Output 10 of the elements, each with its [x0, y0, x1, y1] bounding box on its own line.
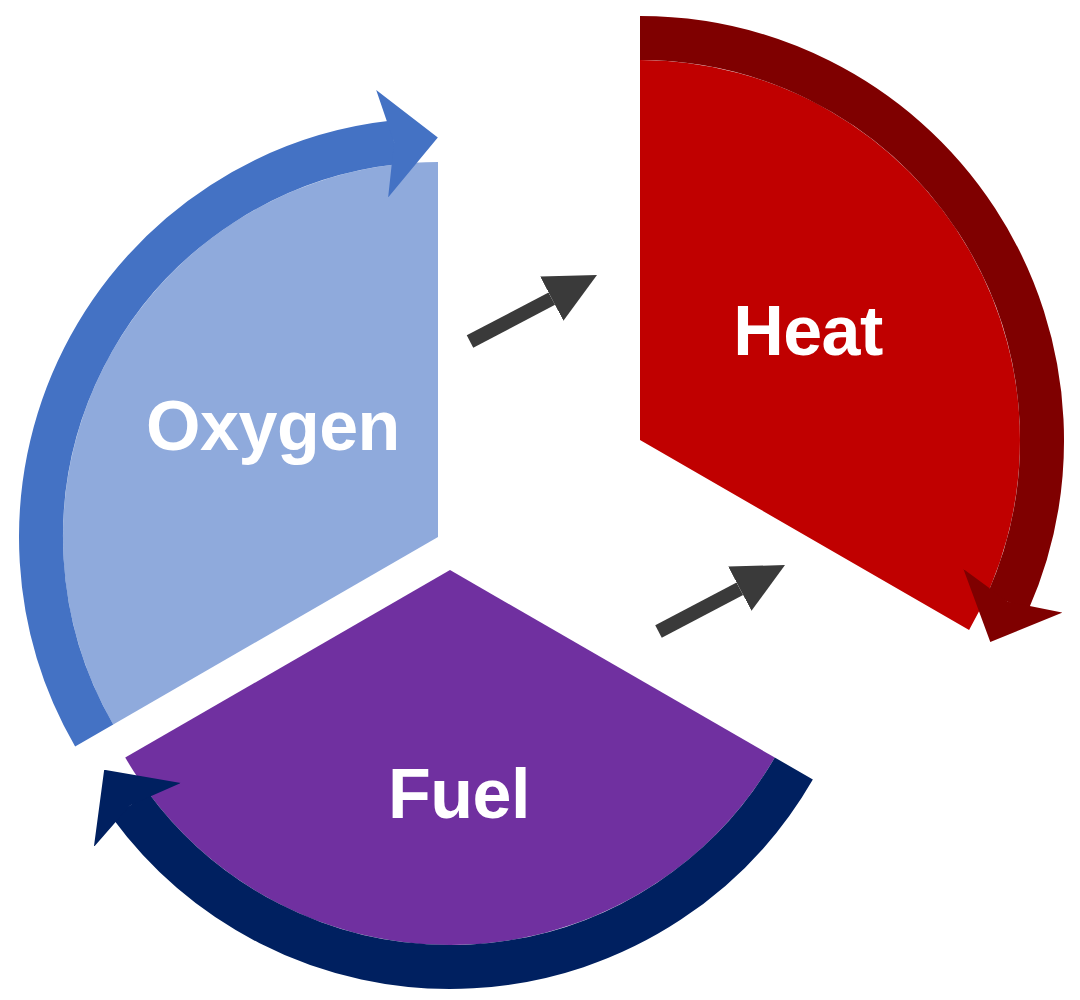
curved-arrow	[638, 16, 1064, 644]
pie-sector	[63, 162, 438, 725]
arrow	[466, 275, 597, 348]
pie-sector	[125, 570, 775, 945]
pie-sector	[639, 60, 1020, 630]
sector-label: Fuel	[388, 759, 530, 829]
curved-arrow	[96, 756, 813, 989]
sector-label: Heat	[733, 296, 883, 366]
curved-arrow	[19, 91, 438, 746]
arrow	[655, 565, 785, 638]
